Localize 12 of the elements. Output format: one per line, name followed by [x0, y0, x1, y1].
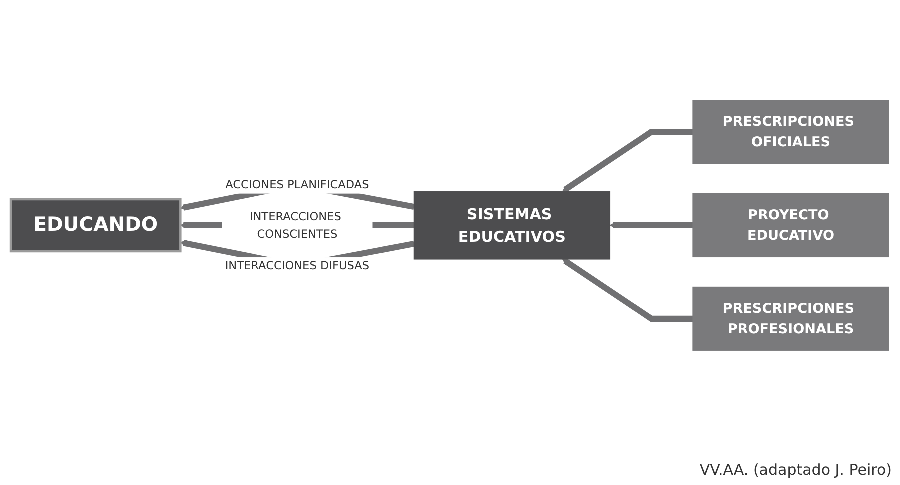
- node-box: PRESCRIPCIONES OFICIALES: [692, 100, 890, 164]
- arrow: [610, 222, 694, 228]
- edge-label: INTERACCIONES CONSCIENTES: [250, 210, 342, 240]
- arrow: [562, 128, 694, 192]
- arrow: [562, 258, 694, 322]
- node-box: PRESCRIPCIONES PROFESIONALES: [692, 286, 890, 350]
- node-box: PROYECTO EDUCATIVO: [692, 192, 890, 258]
- caption: VV.AA. (adaptado J. Peiro): [700, 461, 892, 479]
- node-box: EDUCANDO: [10, 198, 182, 252]
- edge-label: INTERACCIONES DIFUSAS: [225, 258, 370, 272]
- node-box: SISTEMAS EDUCATIVOS: [414, 190, 611, 260]
- edge-label: ACCIONES PLANIFICADAS: [226, 178, 370, 192]
